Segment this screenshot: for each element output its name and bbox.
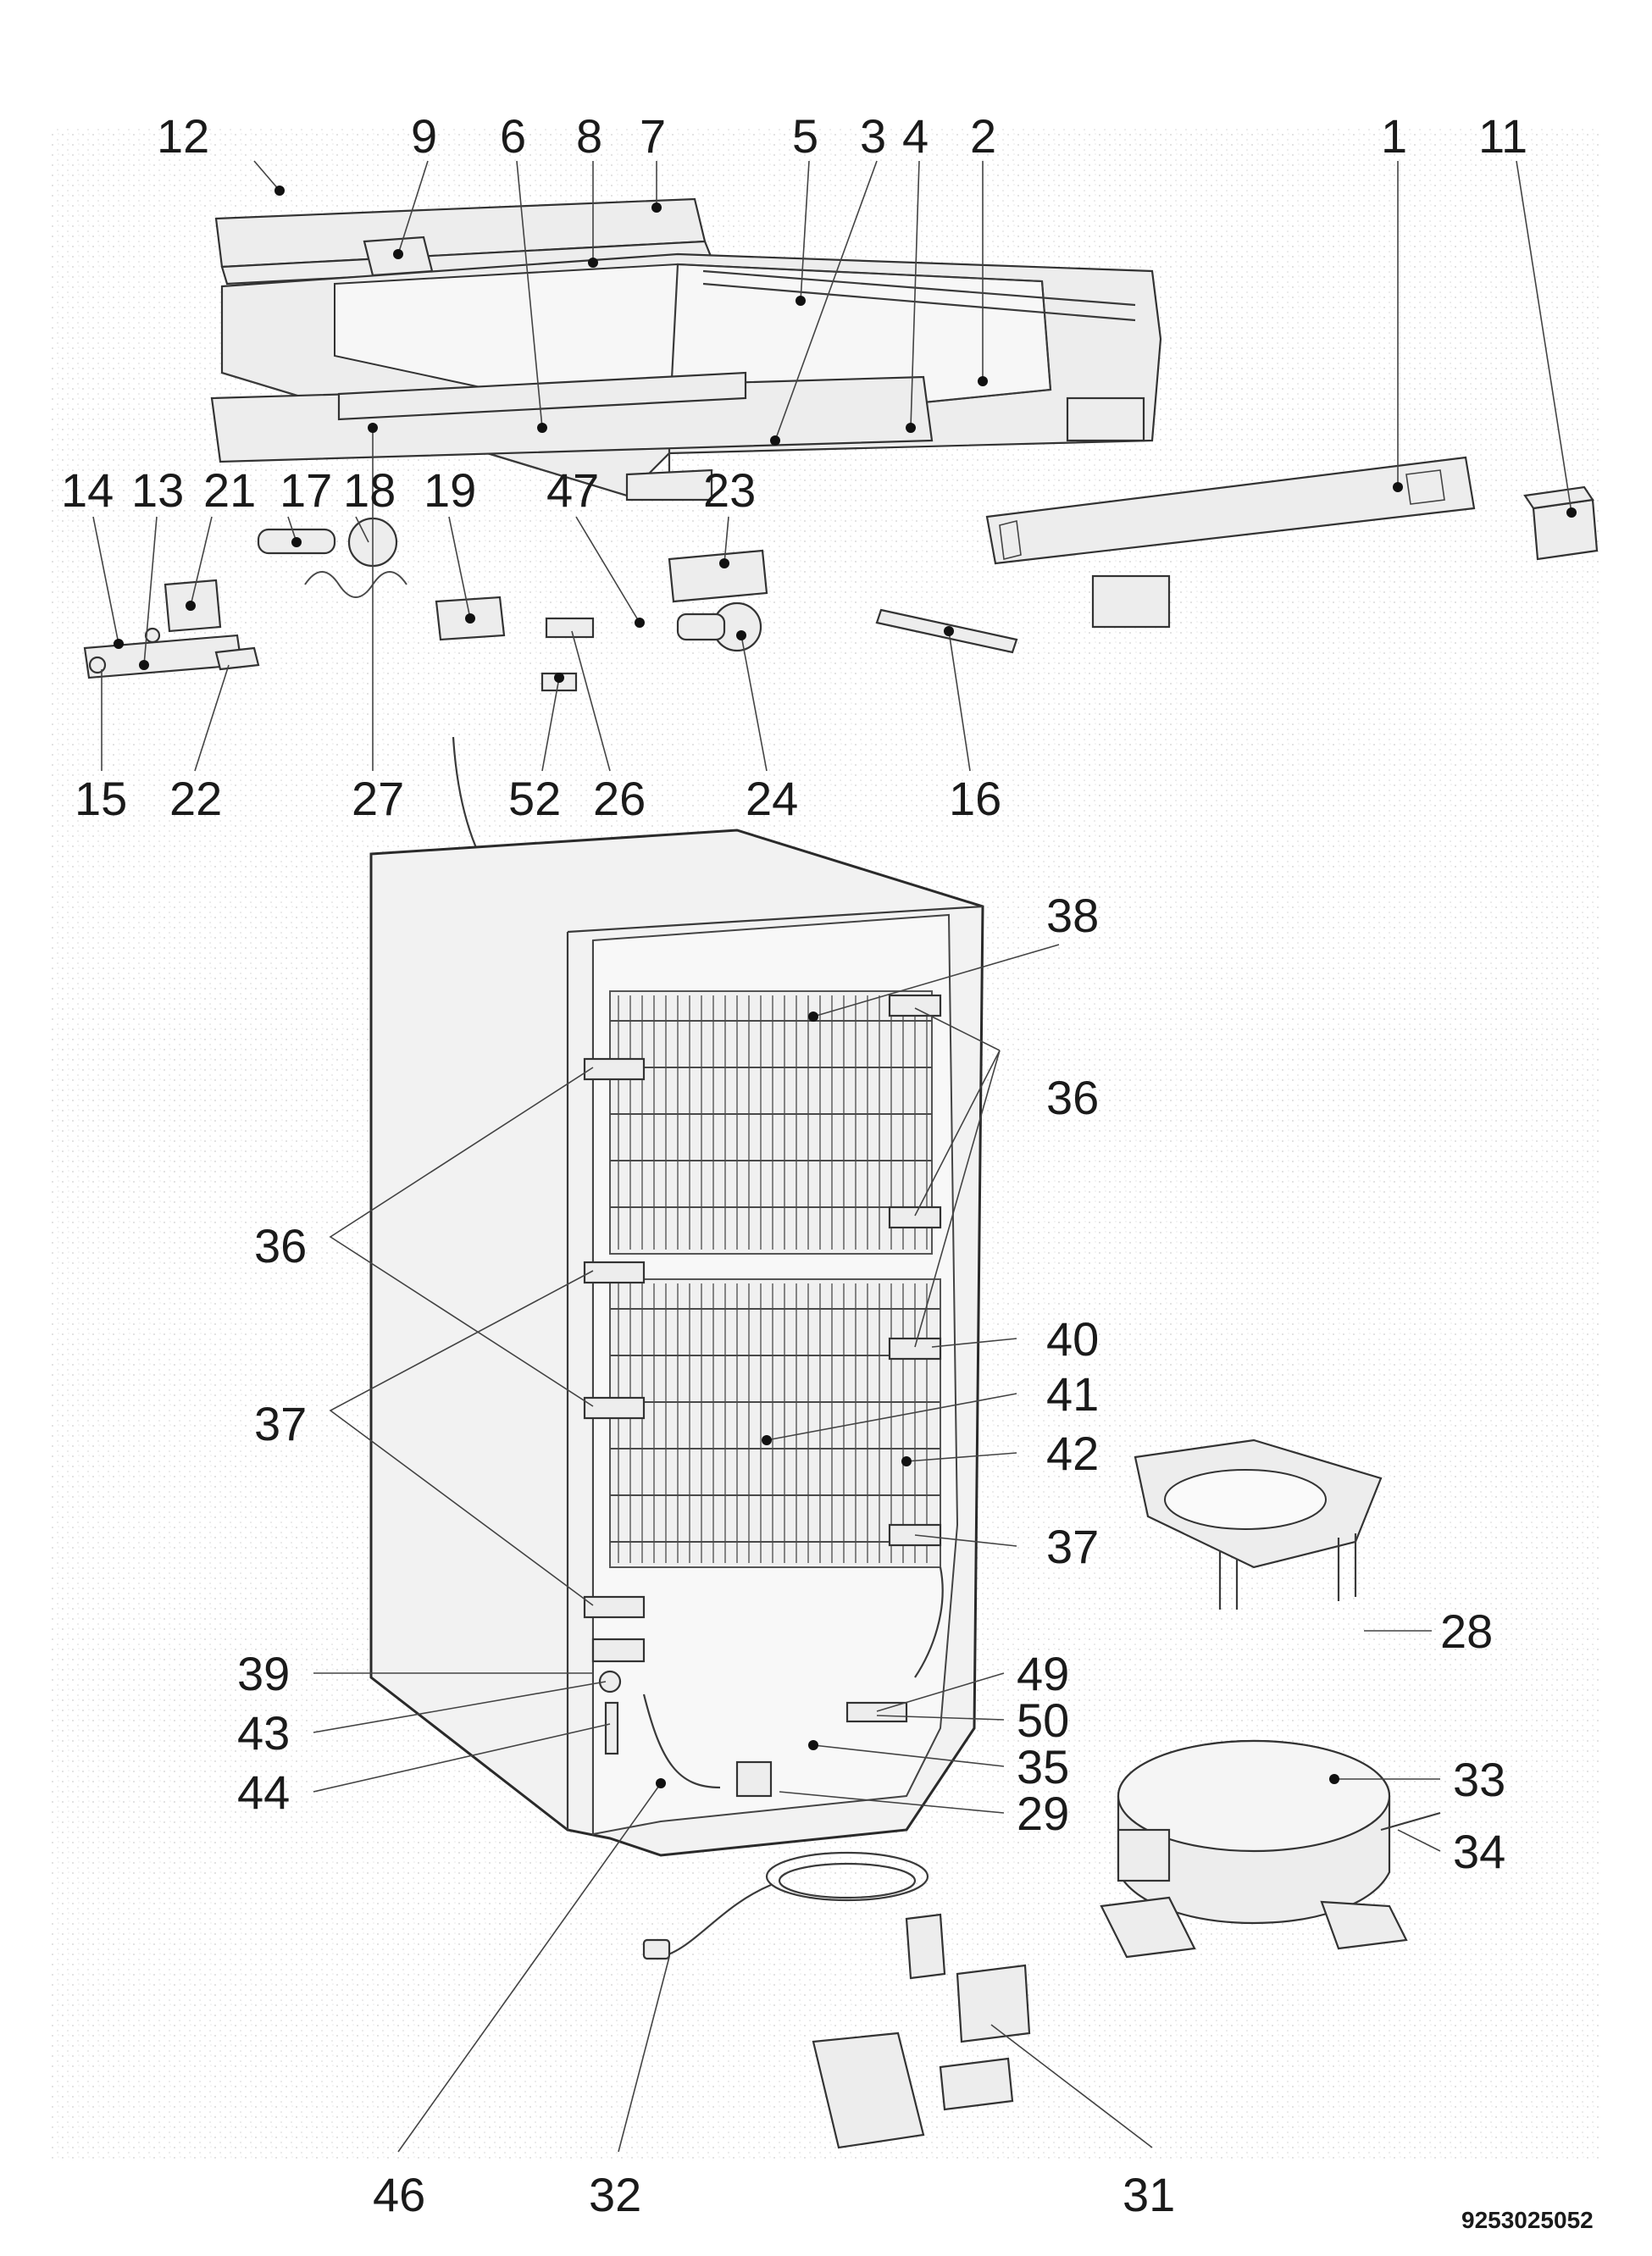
label-16: 16 [949, 772, 1001, 825]
label-33: 33 [1453, 1753, 1505, 1806]
label-41: 41 [1046, 1367, 1099, 1421]
label-5: 5 [792, 109, 818, 163]
label-42: 42 [1046, 1427, 1099, 1480]
label-11: 11 [1478, 109, 1527, 163]
label-12: 12 [157, 109, 209, 163]
label-14: 14 [61, 463, 114, 517]
power-cord-32 [642, 1851, 929, 1960]
label-46: 46 [373, 2168, 425, 2221]
label-36-right: 36 [1046, 1071, 1099, 1124]
leader-lines [92, 160, 1572, 2153]
label-26: 26 [593, 772, 646, 825]
label-18: 18 [343, 463, 396, 517]
label-43: 43 [237, 1706, 290, 1760]
label-50: 50 [1017, 1693, 1069, 1747]
label-23: 23 [703, 463, 756, 517]
label-34: 34 [1453, 1825, 1505, 1878]
label-32: 32 [589, 2168, 641, 2221]
label-21: 21 [203, 463, 256, 517]
label-15: 15 [75, 772, 127, 825]
cabinet-body [369, 829, 984, 1857]
leader-dots [114, 186, 1577, 1788]
label-9: 9 [411, 109, 437, 163]
label-44: 44 [237, 1765, 290, 1819]
label-6: 6 [500, 109, 526, 163]
label-7: 7 [640, 109, 666, 163]
label-3: 3 [860, 109, 886, 163]
condenser-grid [610, 995, 940, 1563]
label-27: 27 [352, 772, 404, 825]
label-24: 24 [746, 772, 798, 825]
label-37-left: 37 [254, 1397, 307, 1450]
label-39: 39 [237, 1647, 290, 1700]
label-28: 28 [1440, 1605, 1493, 1658]
block-part-11 [1523, 485, 1599, 561]
label-13: 13 [131, 463, 184, 517]
label-1: 1 [1381, 109, 1407, 163]
label-52: 52 [508, 772, 561, 825]
label-4: 4 [902, 109, 929, 163]
document-number: 9253025052 [1461, 2207, 1594, 2233]
label-35: 35 [1017, 1740, 1069, 1793]
label-36-left: 36 [254, 1219, 307, 1272]
label-38: 38 [1046, 889, 1099, 942]
label-2: 2 [970, 109, 996, 163]
label-47: 47 [546, 463, 599, 517]
compressor-cover-28 [1134, 1438, 1383, 1610]
part-labels: 12 9 6 8 7 5 3 4 2 1 11 14 13 21 17 18 1… [61, 109, 1527, 2221]
label-29: 29 [1017, 1787, 1069, 1840]
label-22: 22 [169, 772, 222, 825]
label-8: 8 [576, 109, 602, 163]
label-17: 17 [280, 463, 332, 517]
label-40: 40 [1046, 1312, 1099, 1366]
label-31: 31 [1123, 2168, 1175, 2221]
rail-part-1 [985, 456, 1476, 629]
label-49: 49 [1017, 1647, 1069, 1700]
relay-31 [812, 1913, 1031, 2149]
label-19: 19 [424, 463, 476, 517]
compressor-33 [1100, 1739, 1441, 1959]
label-37-right: 37 [1046, 1520, 1099, 1573]
